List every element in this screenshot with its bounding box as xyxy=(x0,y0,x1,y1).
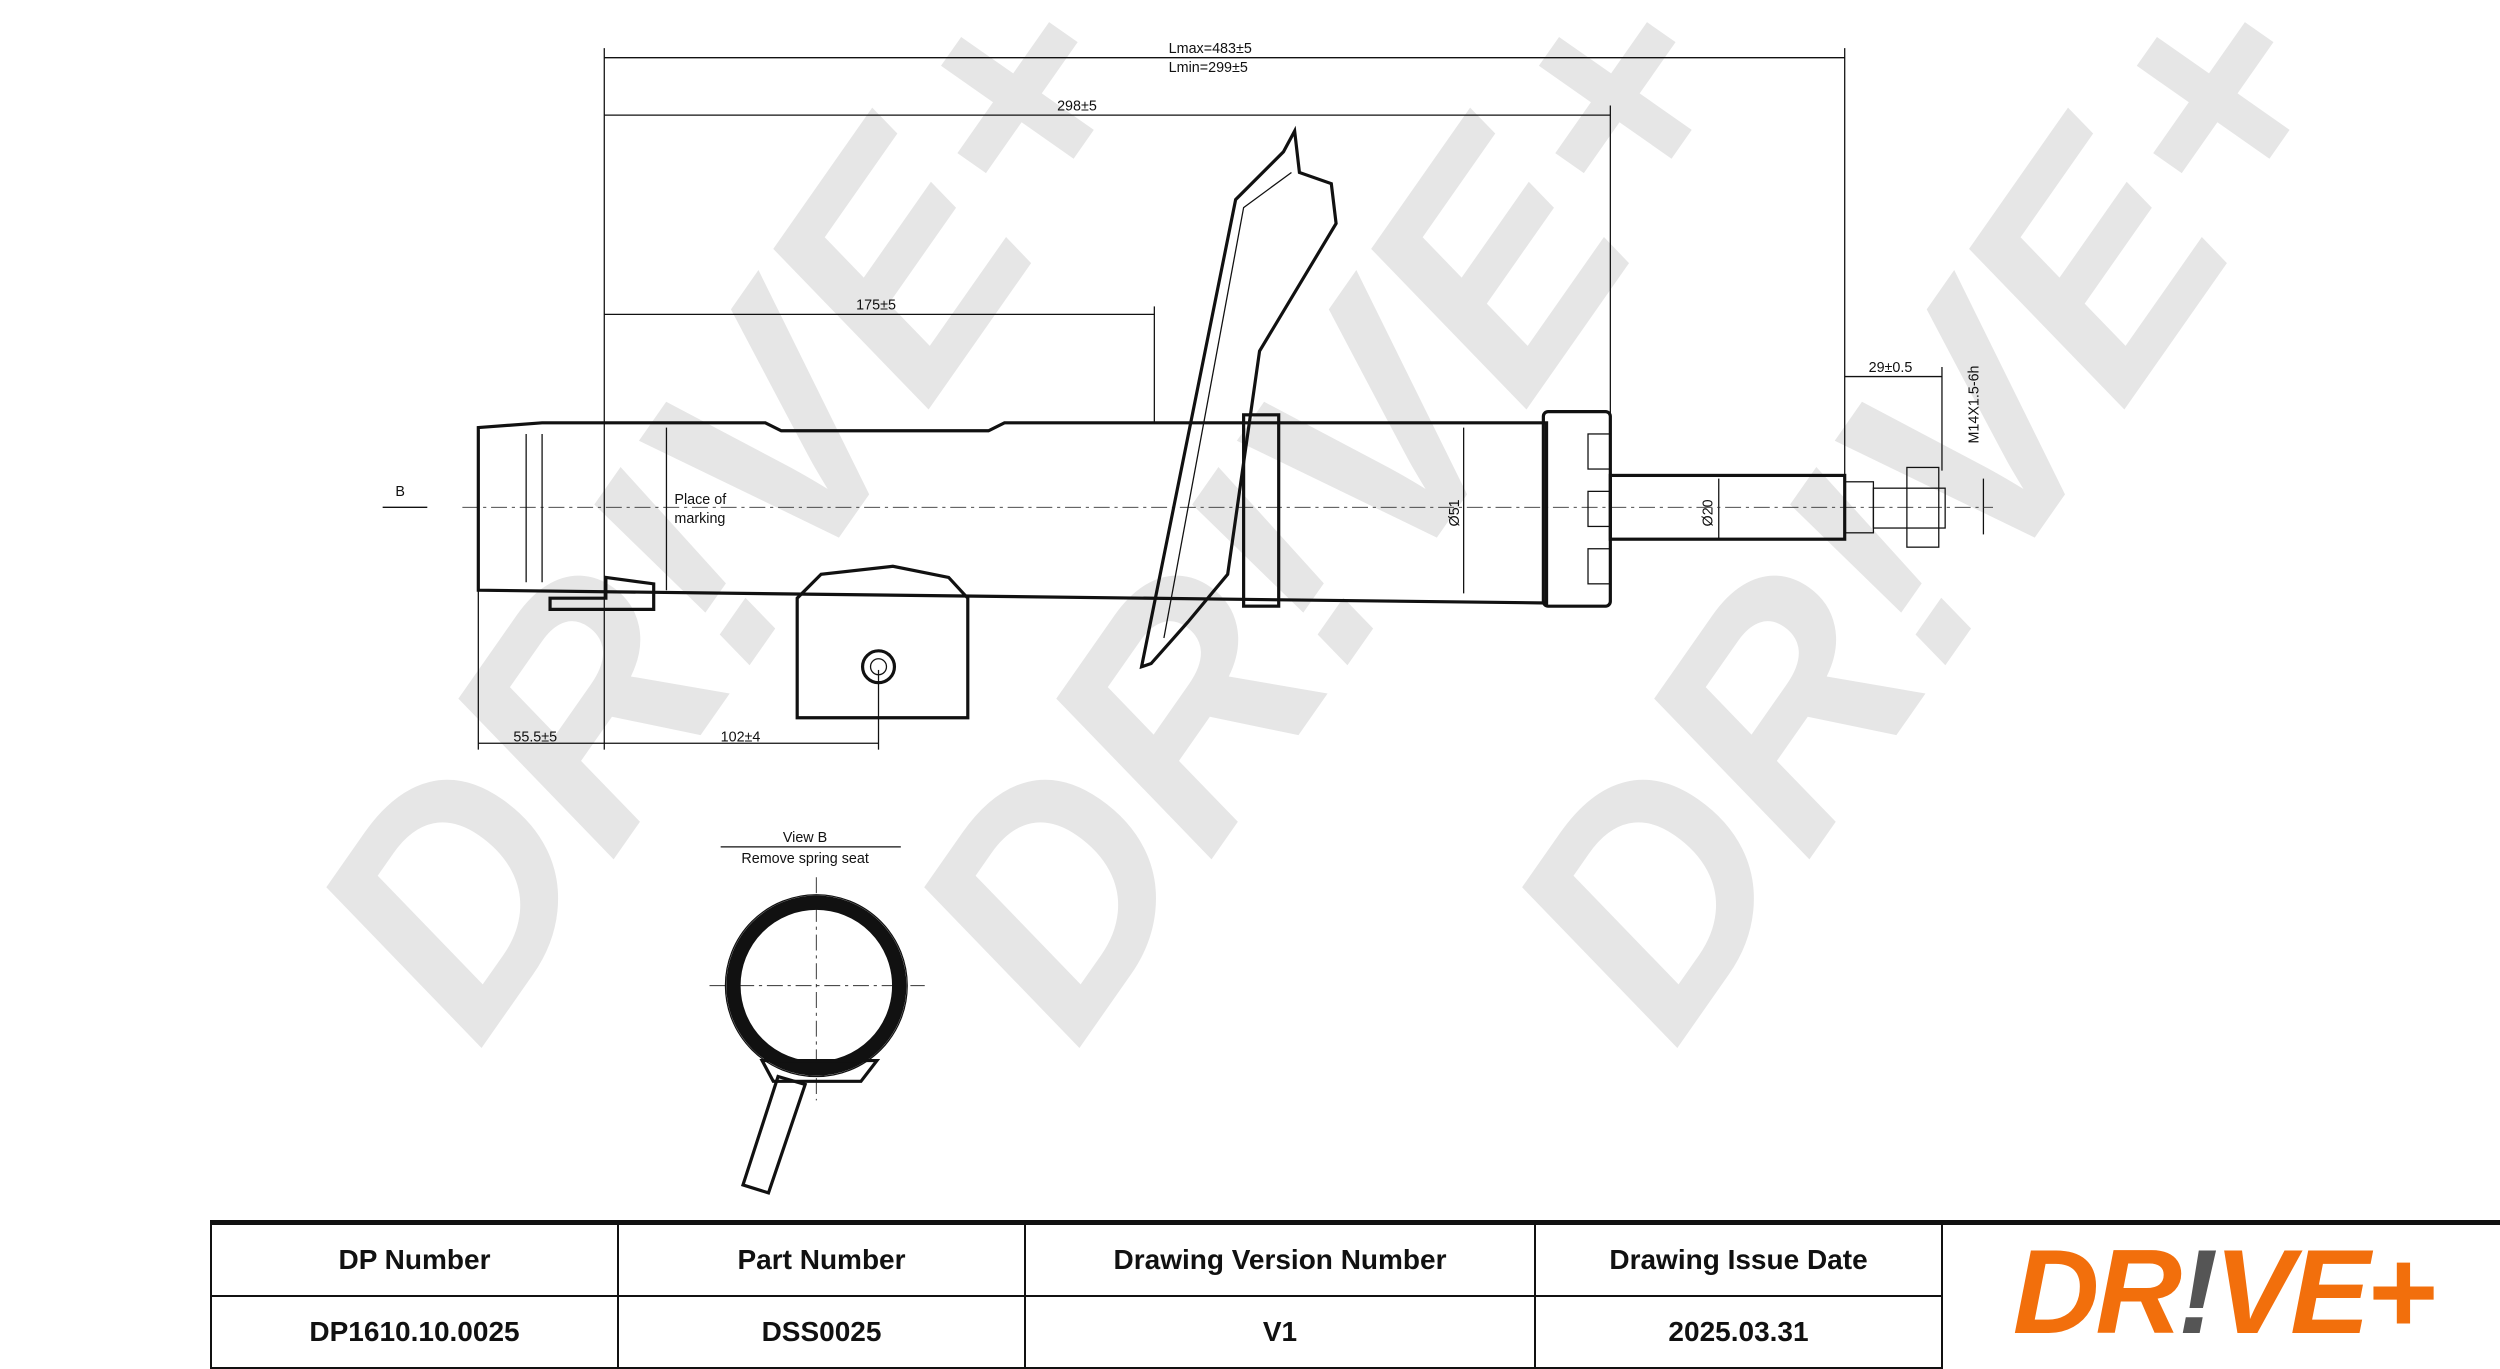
view-b-subtitle: Remove spring seat xyxy=(741,851,868,867)
dim-d20: Ø20 xyxy=(1700,499,1716,526)
header-dp-number: DP Number xyxy=(210,1220,619,1297)
marking-label-1: Place of xyxy=(674,492,726,508)
dim-lmax: Lmax=483±5 xyxy=(1169,41,1252,57)
header-issue-date: Drawing Issue Date xyxy=(1534,1220,1943,1297)
dim-29: 29±0.5 xyxy=(1869,360,1913,376)
title-block: DP Number Part Number Drawing Version Nu… xyxy=(210,1220,2500,1369)
header-drawing-version: Drawing Version Number xyxy=(1024,1220,1536,1297)
value-dp-number: DP1610.10.0025 xyxy=(210,1295,619,1369)
logo-text-bang: ! xyxy=(2178,1225,2218,1359)
value-part-number: DSS0025 xyxy=(617,1295,1026,1369)
logo-text-main: DR xyxy=(2012,1225,2182,1359)
dim-lmin: Lmin=299±5 xyxy=(1169,60,1248,76)
view-arrow-label: B xyxy=(395,484,405,500)
header-part-number: Part Number xyxy=(617,1220,1026,1297)
dim-d51: Ø51 xyxy=(1447,499,1463,526)
value-drawing-version: V1 xyxy=(1024,1295,1536,1369)
drive-logo: DR!VE+ xyxy=(1945,1225,2500,1359)
logo-text-rest: VE+ xyxy=(2214,1225,2436,1359)
dim-175: 175±5 xyxy=(856,298,896,314)
view-b-section xyxy=(709,877,925,1195)
watermark: DR!VE+ DR!VE+ DR!VE+ xyxy=(242,0,2406,1092)
dim-298: 298±5 xyxy=(1057,98,1097,114)
dim-thread: M14X1.5-6h xyxy=(1967,365,1983,443)
marking-label-2: marking xyxy=(674,511,725,527)
value-issue-date: 2025.03.31 xyxy=(1534,1295,1943,1369)
dim-55: 55.5±5 xyxy=(513,730,557,746)
shock-absorber xyxy=(462,125,1993,720)
view-b-title: View B xyxy=(783,830,827,846)
dimension-lines xyxy=(382,48,1985,750)
dim-102: 102±4 xyxy=(721,730,761,746)
logo-cell xyxy=(1941,1220,2500,1368)
